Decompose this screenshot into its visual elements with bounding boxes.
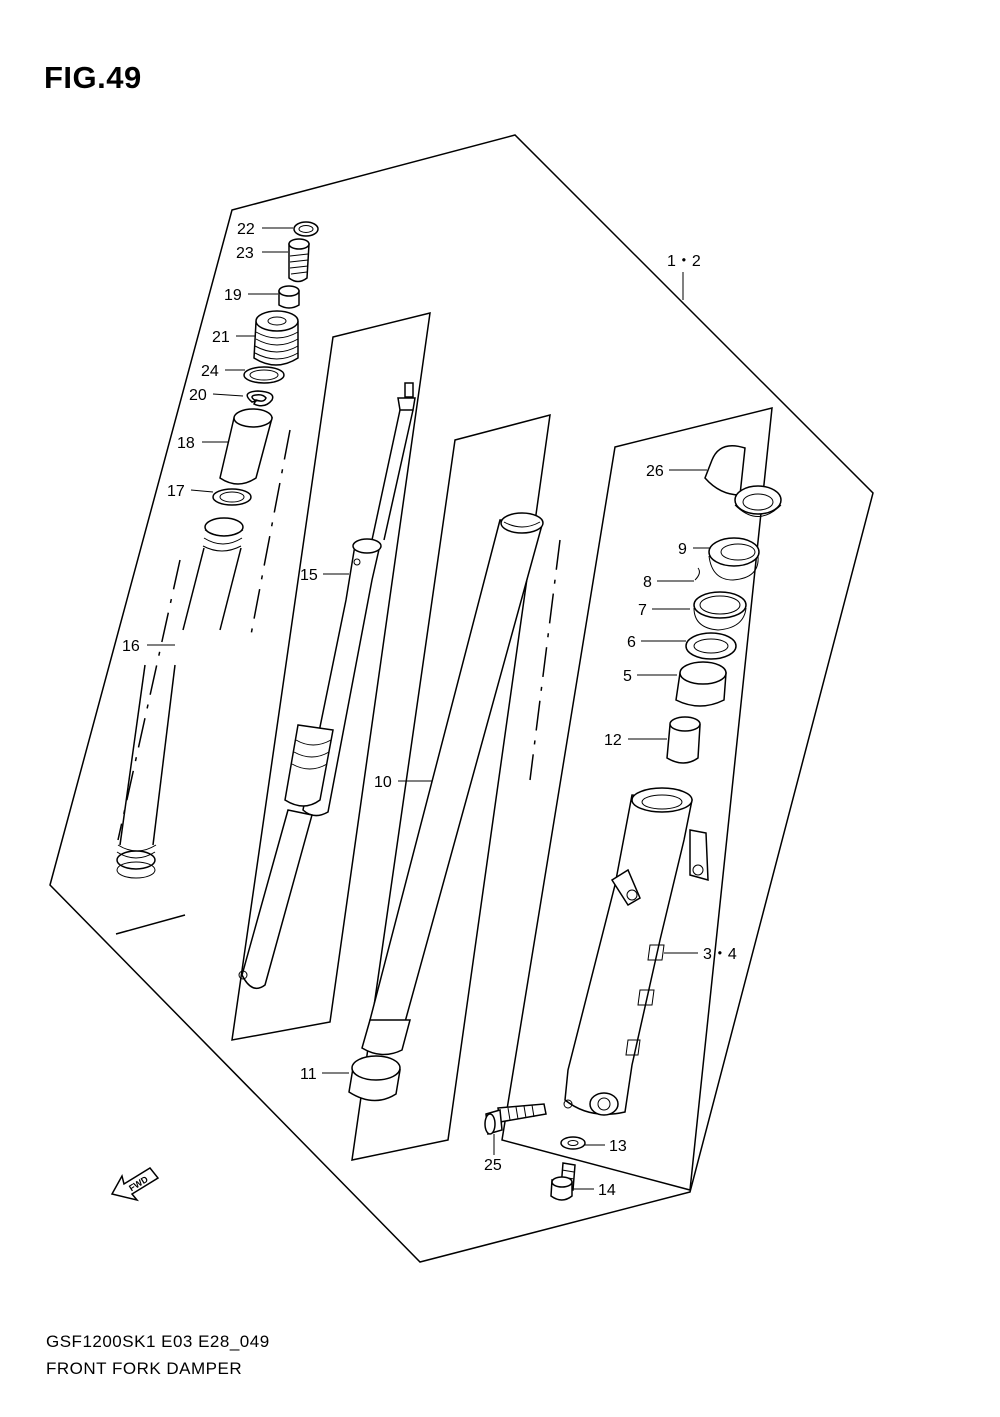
callout-9: 9 (678, 541, 687, 558)
part-3-4-outer-tube (563, 787, 709, 1116)
part-6-washer (685, 632, 737, 660)
part-22-oring (293, 221, 319, 237)
callout-10: 10 (374, 774, 392, 791)
callout-18: 18 (177, 435, 195, 452)
part-10-inner-tube (361, 512, 544, 1056)
callout-6: 6 (627, 634, 636, 651)
figure-title: FIG.49 (44, 60, 142, 95)
panel-outer-parts (501, 407, 773, 1191)
footer-code: GSF1200SK1 E03 E28_049 (46, 1332, 270, 1351)
part-12-oil-lock (666, 716, 701, 764)
part-19-collar (278, 285, 300, 309)
part-24-oring (243, 366, 285, 384)
footer-title: FRONT FORK DAMPER (46, 1359, 243, 1378)
panel-inner-tube (351, 413, 551, 1161)
callout-15: 15 (300, 567, 318, 584)
callout-13: 13 (609, 1138, 627, 1155)
callout-22: 22 (237, 221, 255, 238)
callout-26: 26 (646, 463, 664, 480)
callout-12: 12 (604, 732, 622, 749)
callout-16: 16 (122, 638, 140, 655)
part-18-spacer (219, 408, 273, 485)
callout-21: 21 (212, 329, 230, 346)
part-8-retaining-ring (694, 567, 700, 581)
part-9-oil-seal (708, 537, 760, 581)
assembly-outline (49, 134, 874, 1263)
part-14-drain-bolt (550, 1162, 576, 1201)
part-15-damper-rod (238, 382, 416, 990)
part-25-bolt (484, 1103, 547, 1135)
part-26-dust-seal (704, 445, 782, 517)
callout-5: 5 (623, 668, 632, 685)
callout-14: 14 (598, 1182, 616, 1199)
callout-8: 8 (643, 574, 652, 591)
callout-11: 11 (300, 1066, 317, 1083)
callout-20: 20 (189, 387, 207, 404)
part-20-circlip (246, 390, 274, 407)
callout-23: 23 (236, 245, 254, 262)
panel-spring-edge (115, 914, 186, 935)
callout-7: 7 (638, 602, 647, 619)
fwd-direction-arrow: FWD (110, 1167, 160, 1202)
panel-damper-rod (231, 312, 431, 1041)
callout-17: 17 (167, 483, 185, 500)
part-23-adjuster (288, 238, 310, 283)
callout-3-4: 3・4 (703, 946, 737, 963)
centerline-spring (117, 559, 181, 841)
part-5-guide-bushing (675, 661, 727, 707)
part-11-bushing (348, 1055, 401, 1102)
part-16-spring (116, 517, 244, 879)
callout-1-2: 1・2 (667, 253, 701, 270)
callout-25: 25 (484, 1157, 502, 1174)
centerline-rod (249, 429, 291, 641)
callout-24: 24 (201, 363, 219, 380)
part-17-washer (212, 488, 252, 506)
part-7-bushing (693, 591, 747, 631)
callout-19: 19 (224, 287, 242, 304)
centerline-tube (529, 539, 561, 781)
part-21-cap-bolt (253, 310, 299, 366)
part-13-gasket (560, 1136, 586, 1150)
